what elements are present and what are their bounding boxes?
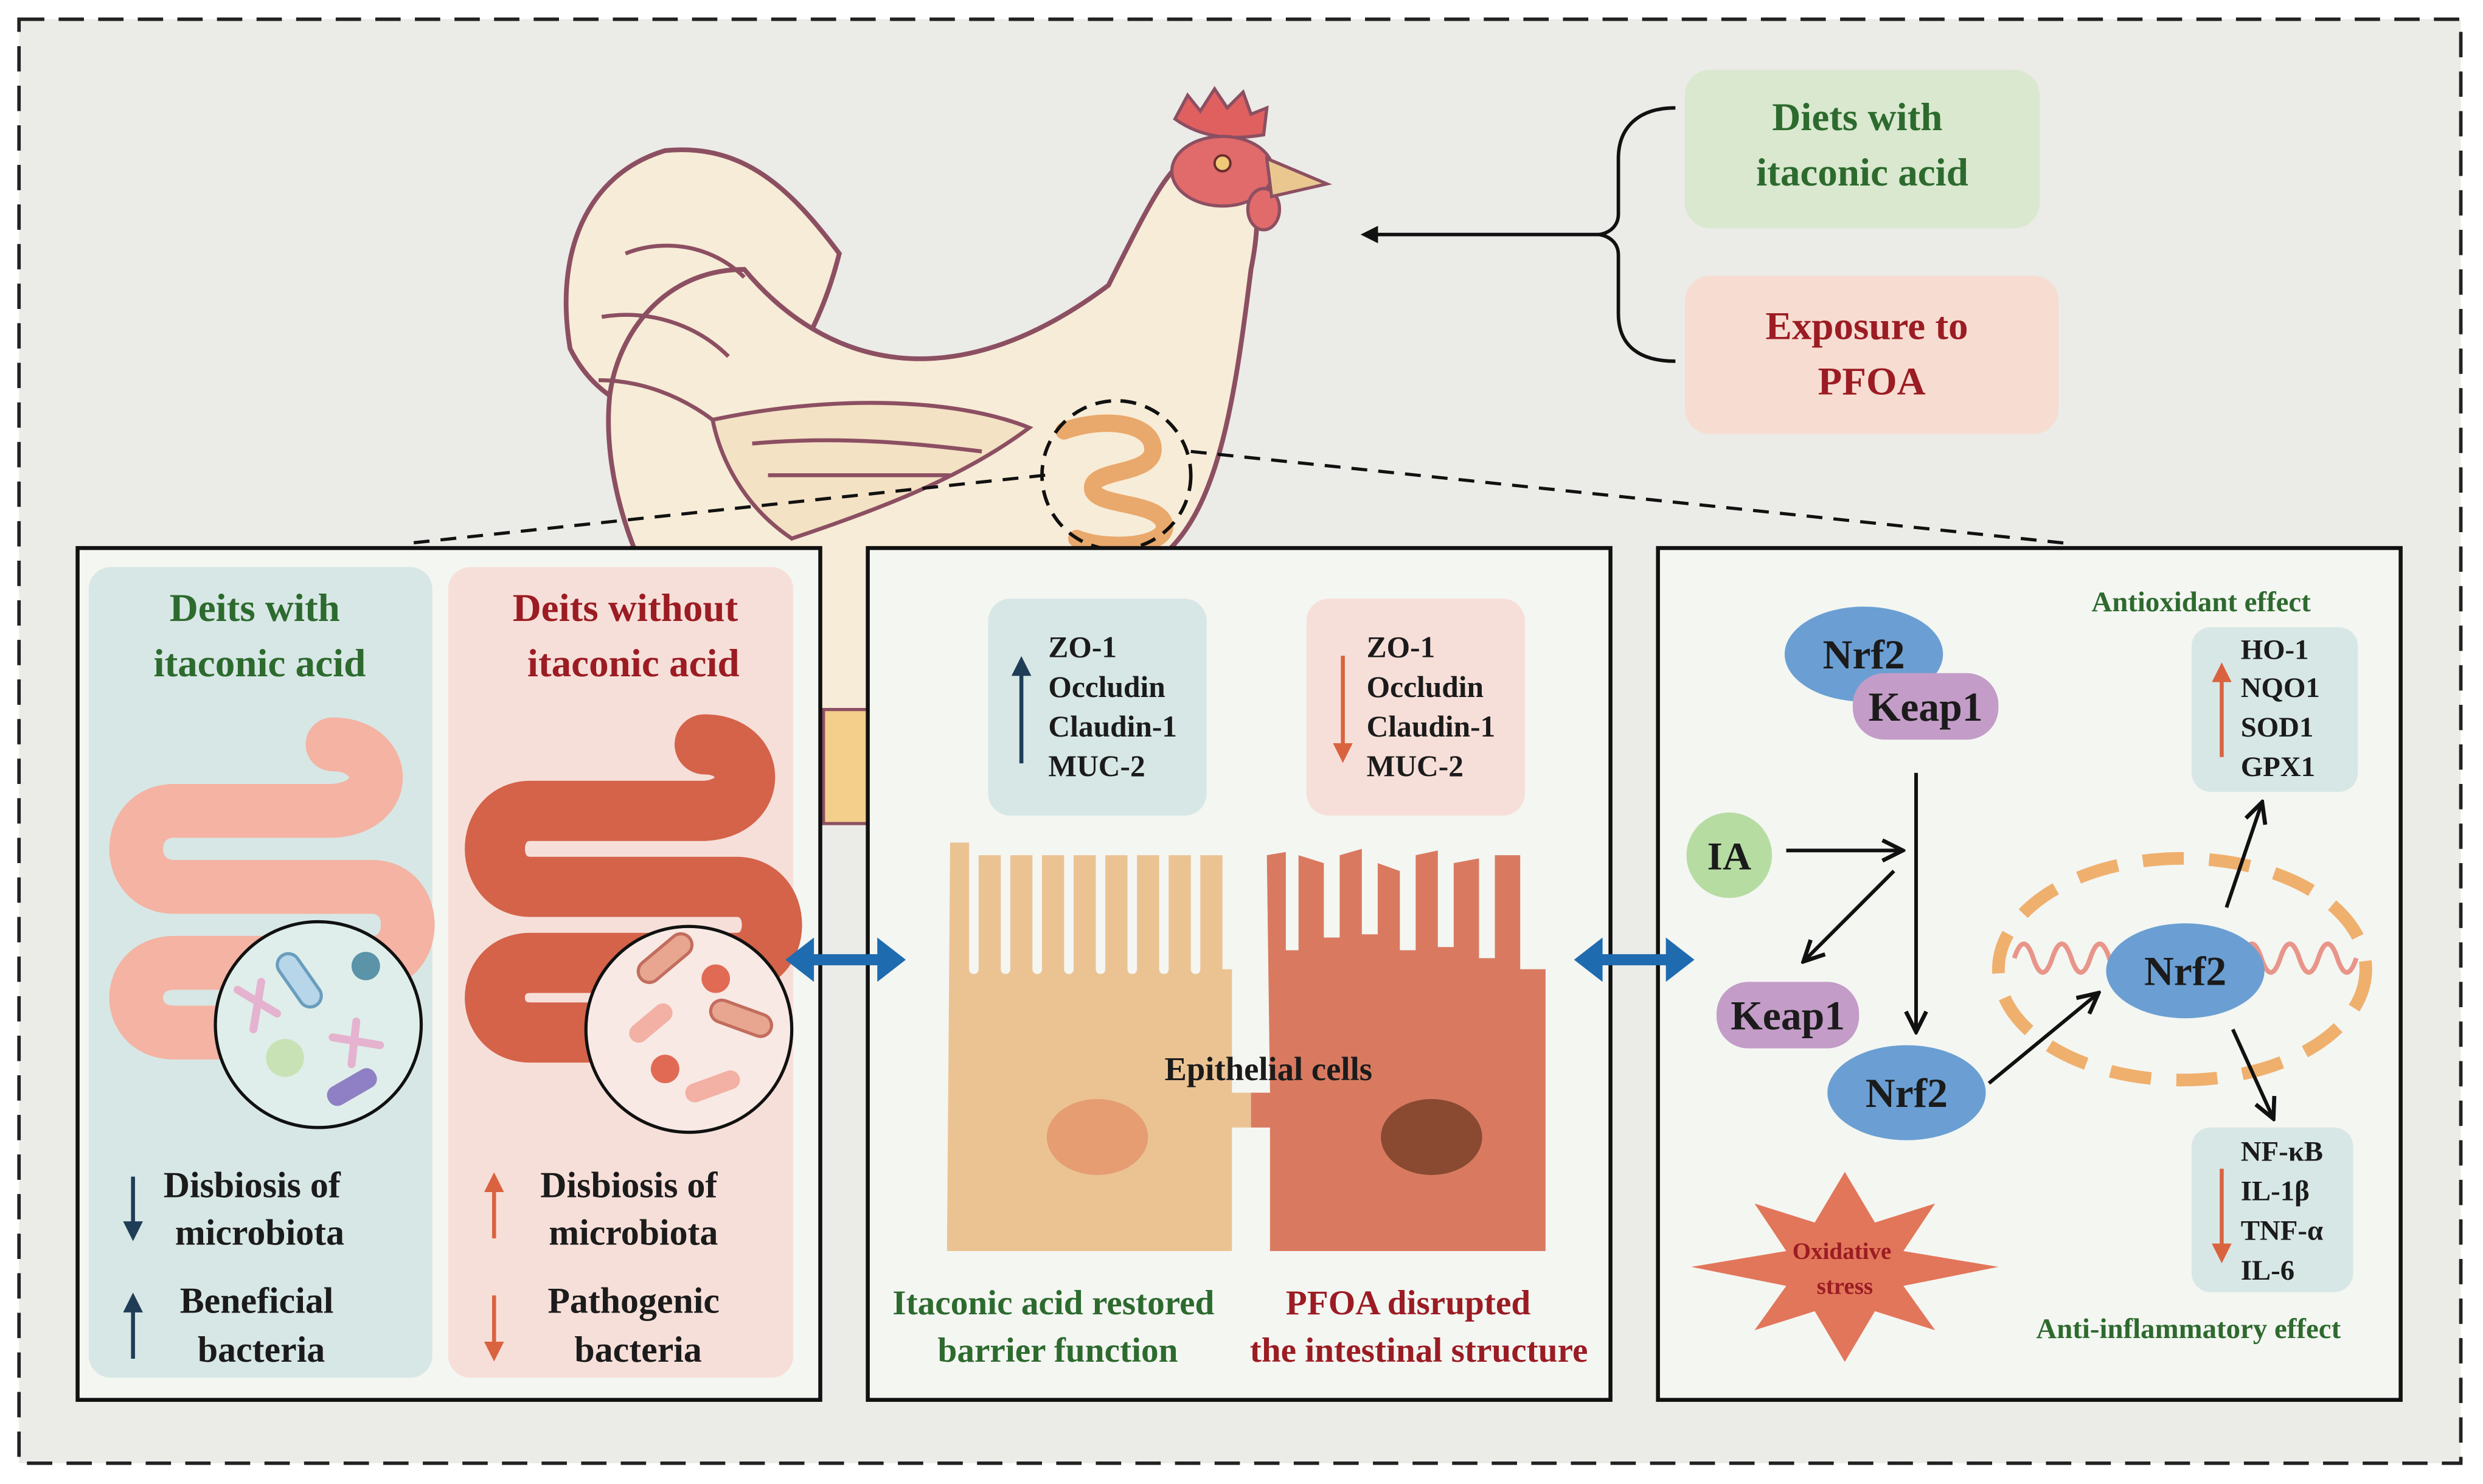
nuclear-nrf2-label: Nrf2 [2144, 949, 2226, 994]
damaged-intestine [465, 714, 802, 1063]
dysbiotic-microbiota [584, 924, 794, 1134]
antioxidant-title: Antioxidant effect [2091, 586, 2311, 618]
chicken-beak [1265, 156, 1333, 199]
down-markers-box [1306, 598, 1525, 816]
free-nrf2-label: Nrf2 [1866, 1070, 1948, 1116]
diet-box [1684, 69, 2040, 229]
ia-barrier-caption: Itaconic acid restored barrier function [892, 1284, 1223, 1370]
up-markers-list: ZO-1 Occludin Claudin-1 MUC-2 [1048, 631, 1184, 783]
healthy-nucleus [1046, 1099, 1148, 1176]
ia-label: IA [1707, 835, 1751, 879]
antioxidant-genes: HO-1 NQO1 SOD1 GPX1 [2241, 634, 2327, 783]
up-markers-box [988, 598, 1207, 816]
zoom-line [1190, 449, 2067, 545]
oxidative-stress-label: Oxidative stress [1793, 1238, 1897, 1299]
exposure-box [1684, 276, 2059, 434]
down-markers-list: ZO-1 Occludin Claudin-1 MUC-2 [1367, 631, 1503, 783]
with-ia-effect-2: Beneficial bacteria [180, 1280, 343, 1370]
inflammatory-title: Anti-inflammatory effect [2036, 1313, 2341, 1345]
released-keap1-protein [1716, 982, 1860, 1049]
without-ia-title: Deits without itaconic acid [513, 586, 748, 685]
chicken-wing [710, 401, 1033, 541]
healthy-microbiota [214, 920, 423, 1129]
inflammatory-genes: NF-κB IL-1β TNF-α IL-6 [2241, 1136, 2330, 1286]
input-brace [1599, 106, 1676, 363]
ia-molecule [1686, 812, 1773, 898]
damaged-nucleus [1381, 1099, 1482, 1176]
pathway-arrow [2224, 805, 2261, 909]
chicken-leg [822, 708, 870, 825]
diet-label: Diets with itaconic acid [1756, 95, 1968, 195]
keap1-complex-protein [1852, 673, 1999, 740]
chicken-wattle [1246, 187, 1282, 232]
healthy-intestine [109, 717, 435, 1059]
antioxidant-genes-box [2191, 627, 2358, 792]
chicken-comb [1173, 86, 1269, 139]
pathway-arrow [1987, 994, 2097, 1085]
exposure-label: Exposure to PFOA [1765, 304, 1978, 403]
healthy-epithelial-cell [946, 842, 1251, 1251]
pathway-arrow [1805, 870, 1895, 960]
keap1-complex-label: Keap1 [1869, 684, 1983, 730]
nucleus-envelope [1992, 851, 2372, 1087]
chicken-eye [1213, 154, 1232, 173]
nuclear-nrf2-protein [2106, 923, 2265, 1019]
released-keap1-label: Keap1 [1731, 993, 1845, 1039]
epithelial-cells-label: Epithelial cells [1164, 1050, 1372, 1087]
without-ia-effect-2: Pathogenic bacteria [547, 1280, 729, 1370]
pfoa-disruption-caption: PFOA disrupted the intestinal structure [1250, 1284, 1588, 1370]
inflammatory-genes-box [2191, 1127, 2353, 1292]
with-ia-title: Deits with itaconic acid [154, 586, 366, 685]
double-arrow-icon [1574, 937, 1695, 982]
double-arrow-icon [785, 937, 906, 982]
without-ia-effect-1: Disbiosis of microbiota [540, 1165, 726, 1252]
free-nrf2-protein [1827, 1045, 1986, 1140]
pathway-arrow [2231, 1028, 2273, 1117]
oxidative-stress-star-icon [1691, 1171, 1999, 1362]
nrf2-complex-label: Nrf2 [1822, 632, 1905, 678]
with-ia-effect-1: Disbiosis of microbiota [164, 1165, 350, 1252]
